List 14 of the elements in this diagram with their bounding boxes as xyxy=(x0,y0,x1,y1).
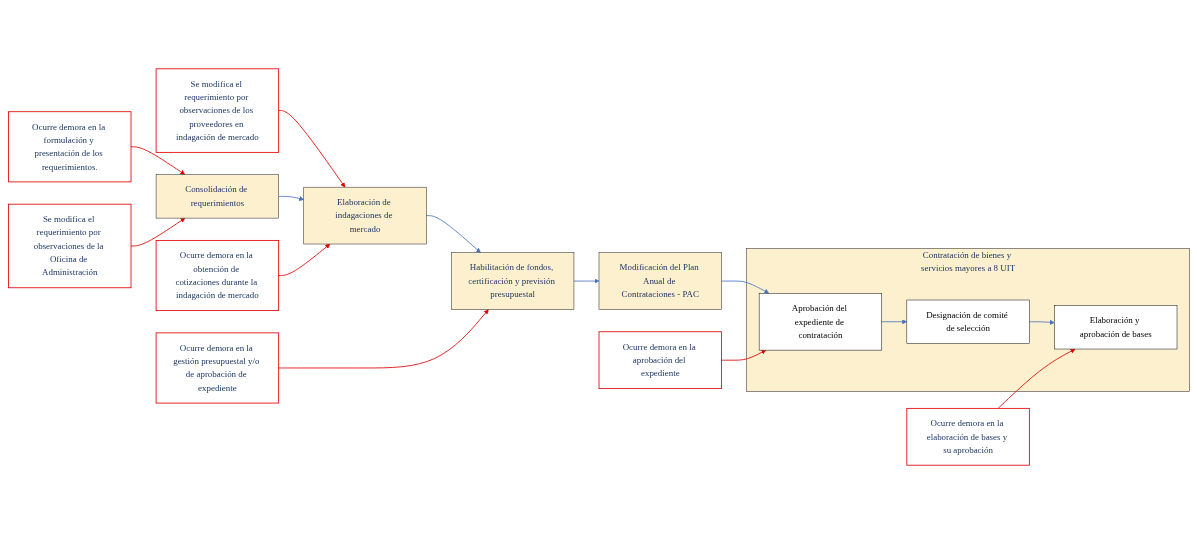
node-box: Habilitación de fondos, certificación y previsión presupuestal xyxy=(450,251,574,310)
node-box: Ocurre demora en la obtención de cotizaciones durante la indagación de mercado xyxy=(155,239,279,311)
node-box: Elaboración de indagaciones de mercado xyxy=(302,186,427,244)
node-box: Consolidación de requerimientos xyxy=(155,173,279,218)
node-box: Elaboración y aprobación de bases xyxy=(1053,304,1177,349)
node-box: Ocurre demora en la formulación y presentación de los requerimientos. xyxy=(7,110,131,182)
node-box: Se modifica el requerimiento por observaciones de los proveedores en indagación de mercado xyxy=(155,67,279,153)
node-box: Ocurre demora en la elaboración de bases y su aprobación xyxy=(905,407,1030,466)
node-box: Se modifica el requerimiento por observaciones de la Oficina de Administración xyxy=(7,203,131,288)
node-box: Aprobación del expediente de contratación xyxy=(758,292,882,350)
node-box: Ocurre demora en la aprobación del expediente xyxy=(598,330,722,389)
node-box: Ocurre demora en la gestión presupuestal y/o de aprobación de expediente xyxy=(155,331,279,403)
node-box: Designación de comité de selección xyxy=(906,299,1030,344)
node-box: Modificación del Plan Anual de Contrataciones - PAC xyxy=(598,251,722,310)
